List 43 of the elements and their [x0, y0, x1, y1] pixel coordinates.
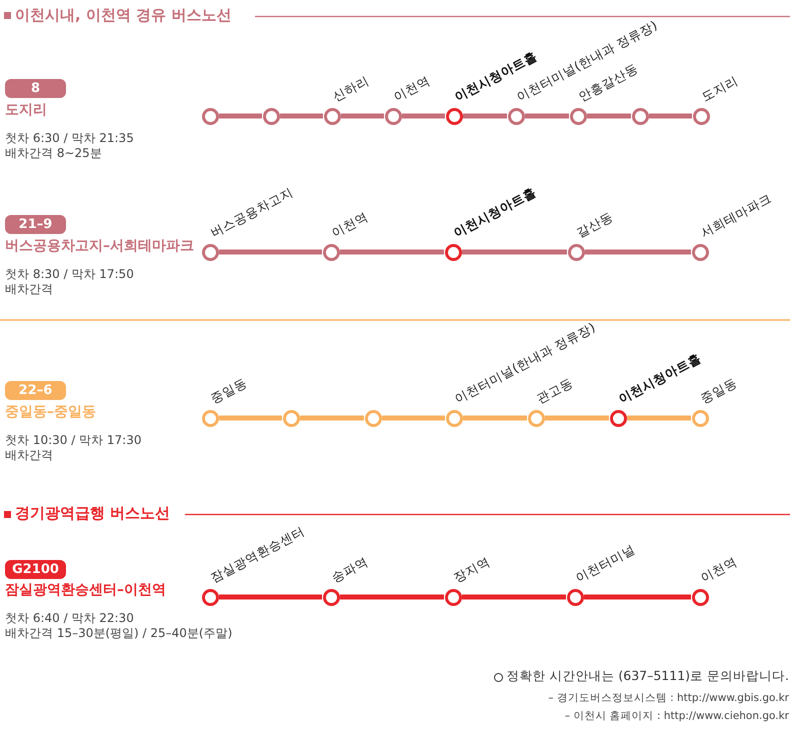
note-text: – 이천시 홈페이지 : http://www.ciehon.go.kr: [564, 709, 789, 723]
route-name: 중일동–중일동: [5, 403, 96, 421]
route-line: [463, 114, 507, 118]
route-line: [219, 594, 322, 600]
route-badge: G2100: [5, 560, 66, 579]
route-badge: 21–9: [5, 215, 66, 234]
route-line: [545, 416, 609, 420]
schedule-text: 첫차 6:40 / 막차 22:30: [5, 610, 134, 627]
route-name: 도지리: [5, 101, 47, 119]
interval-text: 배차간격 8~25분: [5, 145, 102, 162]
interval-text: 배차간격 15–30분(평일) / 25–40분(주말): [5, 625, 232, 642]
route-line: [341, 114, 384, 118]
route-line: [340, 250, 444, 254]
route-line: [219, 114, 262, 118]
route-line: [463, 416, 527, 420]
route-line: [219, 250, 322, 254]
route-name: 버스공용차고지–서희테마파크: [5, 237, 194, 255]
route-line: [525, 114, 569, 118]
route-line: [462, 594, 566, 600]
route-line: [627, 416, 691, 420]
route-line: [382, 416, 445, 420]
route-line: [462, 250, 567, 254]
note-text: – 경기도버스정보시스템 : http://www.gbis.go.kr: [548, 691, 789, 705]
interval-text: 배차간격: [5, 447, 53, 464]
route-line: [585, 250, 691, 254]
route-line: [584, 594, 691, 600]
route-line: [587, 114, 631, 118]
route-line: [219, 416, 282, 420]
route-badge: 8: [5, 79, 66, 98]
section-heading: 경기광역급행 버스노선: [15, 504, 170, 523]
route-line: [300, 416, 364, 420]
schedule-text: 첫차 6:30 / 막차 21:35: [5, 130, 134, 147]
route-line: [649, 114, 692, 118]
route-badge: 22–6: [5, 381, 66, 400]
schedule-text: 첫차 10:30 / 막차 17:30: [5, 432, 142, 449]
note-text: 정확한 시간안내는 (637–5111)로 문의바랍니다.: [506, 668, 789, 685]
route-line: [280, 114, 323, 118]
schedule-text: 첫차 8:30 / 막차 17:50: [5, 266, 134, 283]
route-line: [340, 594, 444, 600]
route-name: 잠실광역환승센터–이천역: [5, 581, 166, 599]
interval-text: 배차간격: [5, 281, 53, 298]
section-heading: 이천시내, 이천역 경유 버스노선: [15, 6, 232, 25]
route-line: [402, 114, 445, 118]
